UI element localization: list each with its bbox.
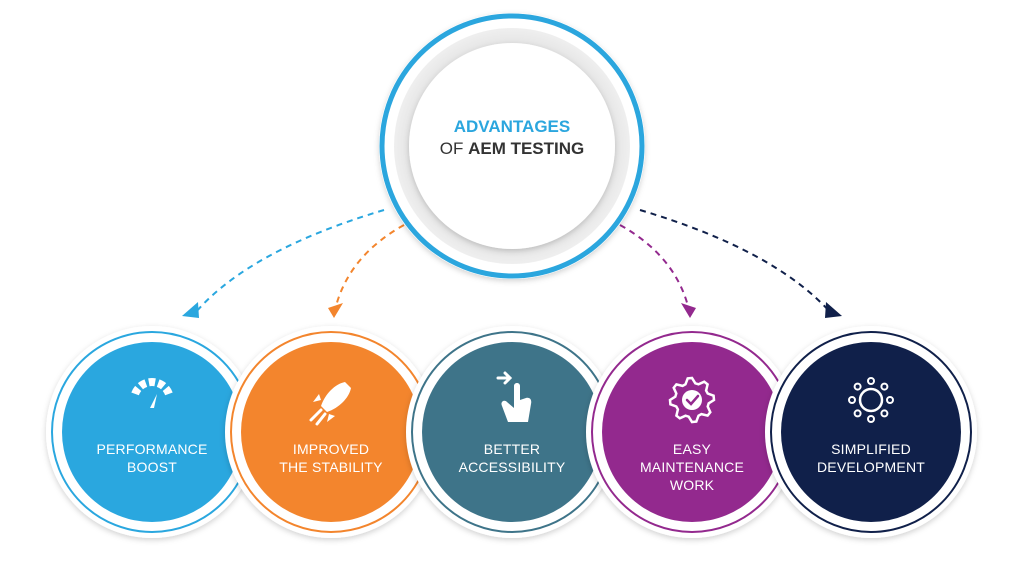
connector-development	[639, 209, 831, 313]
node-ring	[770, 331, 972, 533]
check-mark	[685, 394, 700, 406]
connector-arrowheads	[182, 302, 842, 318]
connector-maintenance	[619, 224, 689, 307]
arrowhead-stability	[328, 303, 343, 318]
hub-title-line2: OF AEM TESTING	[412, 138, 612, 160]
node-4	[586, 326, 798, 538]
sun-ray	[867, 415, 875, 423]
speedometer-segment	[162, 385, 173, 396]
speedometer-segment	[148, 378, 156, 387]
node-disc	[422, 342, 602, 522]
rocket-icon	[309, 382, 351, 426]
rocket-flame	[309, 408, 327, 426]
arrowhead-performance	[182, 302, 199, 318]
speedometer-segment	[137, 379, 148, 390]
hub-inner-disc	[409, 43, 615, 249]
connector-stability	[335, 224, 405, 307]
sun-core	[858, 387, 884, 413]
arrowhead-maintenance	[681, 303, 696, 318]
hub-title-bold: AEM TESTING	[468, 139, 585, 158]
node-5	[765, 326, 977, 538]
gear-check-icon	[668, 376, 716, 424]
speedometer-icon	[131, 378, 173, 408]
sun-ray	[848, 396, 856, 404]
arrowhead-development	[825, 302, 842, 318]
sun-icon	[848, 377, 894, 423]
sun-ray	[853, 409, 862, 418]
speedometer-segment	[131, 385, 142, 396]
sun-ray	[880, 382, 889, 391]
gear-center	[682, 390, 702, 410]
hub	[379, 13, 645, 279]
node-3	[406, 326, 618, 538]
hand-shape	[501, 383, 532, 422]
hand-pointer-icon	[496, 371, 532, 422]
node-disc	[602, 342, 782, 522]
node-label-1: PERFORMANCE BOOST	[96, 441, 208, 475]
node-disc	[62, 342, 242, 522]
node-disc	[781, 342, 961, 522]
node-label-2: IMPROVED THE STABILITY	[279, 441, 383, 475]
node-disc	[241, 342, 421, 522]
hub-title-line1: ADVANTAGES	[453, 117, 571, 136]
speedometer-segment	[156, 379, 167, 390]
hub-title: ADVANTAGES OF AEM TESTING	[412, 116, 612, 160]
node-label-4: EASY MAINTENANCE WORK	[639, 441, 745, 493]
rocket-fins	[313, 394, 335, 422]
connector-performance	[195, 209, 385, 313]
nodes-layer	[46, 326, 977, 538]
gear-outline	[668, 376, 716, 424]
connectors	[195, 209, 831, 313]
sun-ray	[880, 409, 889, 418]
node-2	[225, 326, 437, 538]
node-label-3: BETTER ACCESSIBILITY	[458, 441, 566, 475]
node-label-5: SIMPLIFIED DEVELOPMENT	[817, 441, 925, 475]
sun-ray	[867, 377, 875, 385]
sun-ray	[853, 382, 862, 391]
hub-title-prefix: OF	[439, 139, 469, 158]
sun-ray	[886, 396, 894, 404]
pointer-arrow	[496, 371, 513, 385]
node-1	[46, 326, 258, 538]
rocket-body	[321, 382, 351, 412]
hub-outer-ring	[379, 13, 645, 279]
speedometer-needle	[150, 394, 157, 408]
